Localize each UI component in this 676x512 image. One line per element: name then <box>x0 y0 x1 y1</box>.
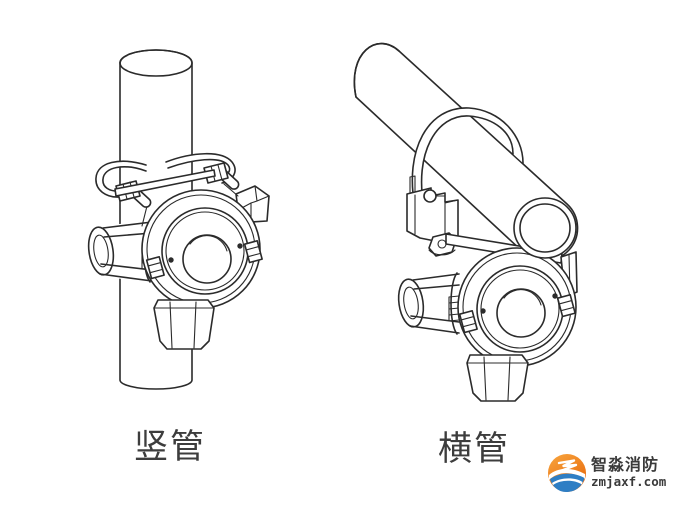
horizontal-pipe-figure <box>353 42 579 402</box>
clamp-bar <box>114 169 216 197</box>
screw-dot <box>480 308 486 314</box>
screw-dot <box>237 243 243 249</box>
brand-domain: zmjaxf.com <box>591 474 667 490</box>
bezel-clip <box>145 255 165 280</box>
u-bolt-clamp <box>95 152 240 208</box>
pipe-end-face <box>513 197 577 259</box>
bezel-clip <box>243 239 263 264</box>
horizontal-pipe-label: 横管 <box>438 429 510 469</box>
bezel-clip <box>458 309 478 334</box>
watermark: 智淼消防 zmjaxf.com <box>548 454 666 492</box>
vertical-pipe-figure <box>87 49 270 390</box>
detector-face <box>141 189 261 309</box>
detector-face <box>457 247 577 367</box>
screw-dot <box>168 257 174 263</box>
screw-dot <box>552 293 558 299</box>
bolt-head <box>423 189 437 203</box>
bezel-clip <box>556 293 576 318</box>
brand-name: 智淼消防 <box>591 455 660 475</box>
brand-logo-icon <box>548 454 586 492</box>
vertical-pipe-label: 竖管 <box>134 427 206 467</box>
bottom-hex-fitting <box>153 299 215 350</box>
cable-gland-port <box>397 272 460 335</box>
bottom-hex-fitting <box>466 354 529 402</box>
